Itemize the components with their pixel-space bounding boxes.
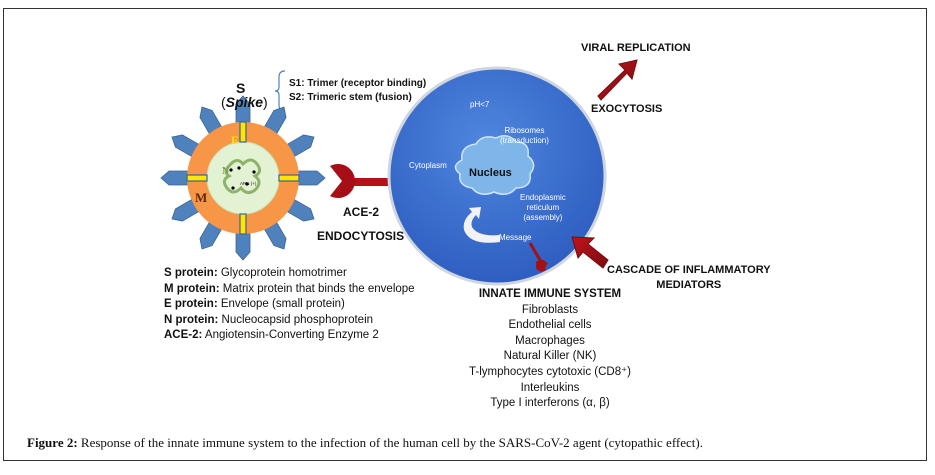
immune-item: Natural Killer (NK) [503, 350, 597, 363]
s2-label: S2: Trimeric stem (fusion) [289, 92, 412, 103]
n-protein-dot [252, 170, 256, 174]
protein-legend: S protein: Glycoprotein homotrimer M prot… [164, 266, 415, 344]
immune-item: Fibroblasts [521, 303, 579, 316]
ace2-stalk [345, 178, 420, 186]
nucleus-label: Nucleus [469, 167, 512, 179]
legend-item: E protein: Envelope (small protein) [164, 298, 345, 311]
n-protein-dot [231, 186, 235, 190]
nucleus-cloud [454, 135, 535, 195]
e-label: E [231, 133, 240, 147]
legend-item: ACE-2: Angiotensin-Converting Enzyme 2 [164, 329, 379, 342]
message-arrow [463, 207, 500, 243]
figure-caption: Figure 2: Response of the innate immune … [27, 435, 703, 450]
cytoplasm-label: Cytoplasm [409, 161, 447, 170]
legend-item: M protein: Matrix protein that binds the… [164, 282, 415, 295]
ribosomes-label: Ribosomes(transduction) [500, 126, 549, 145]
figure-frame [3, 8, 927, 461]
cascade-arrow [571, 236, 609, 269]
endocytosis-label: ENDOCYTOSIS [317, 229, 405, 243]
s1-label: S1: Trimer (receptor binding) [289, 78, 427, 89]
immune-item: Endothelial cells [508, 319, 592, 332]
e-protein [239, 121, 247, 143]
ace2-label: ACE-2 [343, 205, 380, 219]
ace2-receptor [330, 164, 355, 198]
immune-item: T-lymphocytes cytotoxic (CD8⁺) [469, 365, 631, 378]
immune-item: Macrophages [515, 334, 585, 347]
legend-item: N protein: Nucleocapsid phosphoprotein [164, 313, 374, 326]
viral-core [206, 141, 280, 215]
immune-item: Interleukins [520, 381, 580, 394]
e-protein [186, 174, 208, 182]
e-protein [278, 174, 300, 182]
n-protein-dot [245, 182, 249, 186]
bracket [274, 70, 286, 112]
arn-label: ARN (+) [240, 181, 257, 186]
viral-replication-label: VIRAL REPLICATION [581, 42, 691, 54]
n-label: N [222, 166, 230, 177]
m-label: M [195, 190, 208, 205]
immune-item: Type I interferons (α, β) [490, 397, 610, 410]
rna-strand [222, 158, 262, 195]
n-protein-dot [237, 166, 241, 170]
viral-replication-arrow [597, 59, 638, 101]
immune-title: INNATE IMMUNE SYSTEM [478, 288, 622, 300]
exocytosis-label: EXOCYTOSIS [591, 103, 663, 115]
virus-particle [160, 95, 326, 261]
spike-title: S [236, 80, 246, 96]
ph-label: pH<7 [470, 100, 490, 109]
n-protein-dot [229, 168, 233, 172]
message-label: Message [499, 233, 532, 242]
immune-receptor [536, 259, 548, 272]
spike-subtitle: (Spike) [221, 94, 268, 110]
e-protein [239, 213, 247, 235]
legend-item: S protein: Glycoprotein homotrimer [164, 267, 347, 279]
